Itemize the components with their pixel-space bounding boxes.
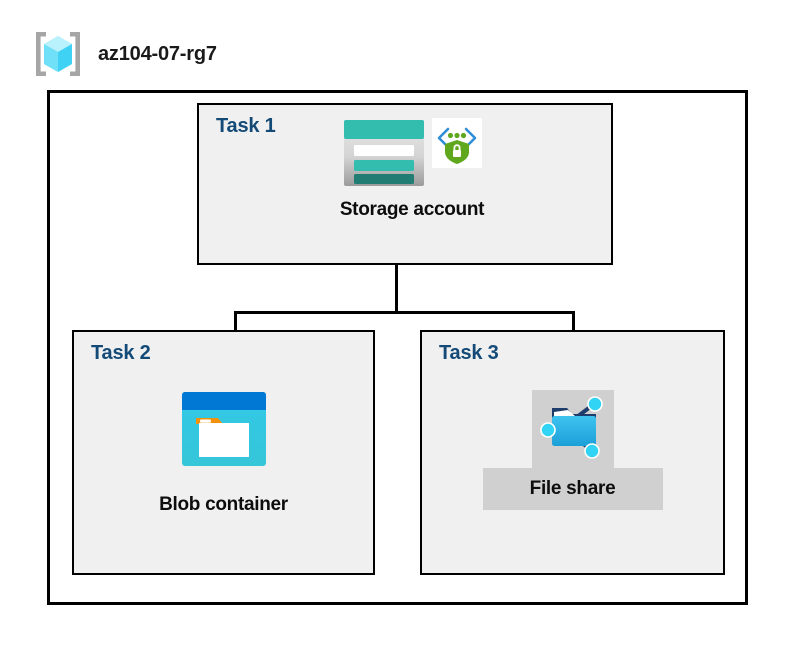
blob-container-icon [180,390,268,473]
resource-group-header: az104-07-rg7 [32,28,217,80]
blob-container-node: Blob container [72,390,375,516]
storage-account-caption: Storage account [339,199,485,220]
connector-trunk [395,265,398,313]
file-share-caption: File share [529,478,616,499]
resource-group-cube-icon [32,28,84,80]
file-share-icon-plate [531,390,614,469]
connector-horizontal-bus [234,311,575,314]
storage-icon-row [342,118,482,193]
blob-container-caption: Blob container [159,494,288,515]
task-3-label: Task 3 [439,342,499,364]
storage-account-icon [342,118,426,193]
resource-group-boundary [47,90,748,605]
file-share-node: File share [420,390,725,510]
file-share-icon [534,390,612,469]
resource-group-name: az104-07-rg7 [98,42,217,65]
secure-transfer-shield-icon [432,118,482,173]
storage-account-node: Storage account [197,118,613,221]
task-2-label: Task 2 [91,342,151,364]
file-share-caption-plate: File share [482,468,663,510]
task-1-label: Task 1 [216,115,276,137]
